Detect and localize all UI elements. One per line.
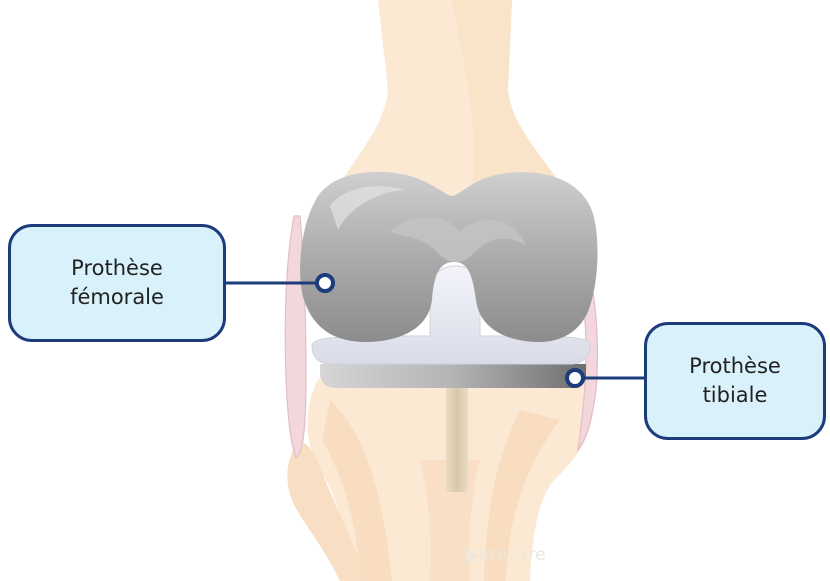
- femoral-label-line1: Prothèse: [71, 254, 163, 283]
- tibial-stem: [446, 384, 468, 492]
- tibial-label-line2: tibiale: [703, 381, 768, 410]
- tibial-label-line1: Prothèse: [689, 352, 781, 381]
- femoral-prosthesis-label: Prothèse fémorale: [8, 224, 226, 342]
- femoral-connector-dot: [317, 275, 333, 291]
- tibial-tray: [320, 364, 586, 388]
- tibial-prosthesis-label: Prothèse tibiale: [644, 322, 826, 440]
- watermark-text: precare: [478, 545, 546, 565]
- femoral-label-line2: fémorale: [70, 283, 164, 312]
- tibial-connector-dot: [567, 370, 583, 386]
